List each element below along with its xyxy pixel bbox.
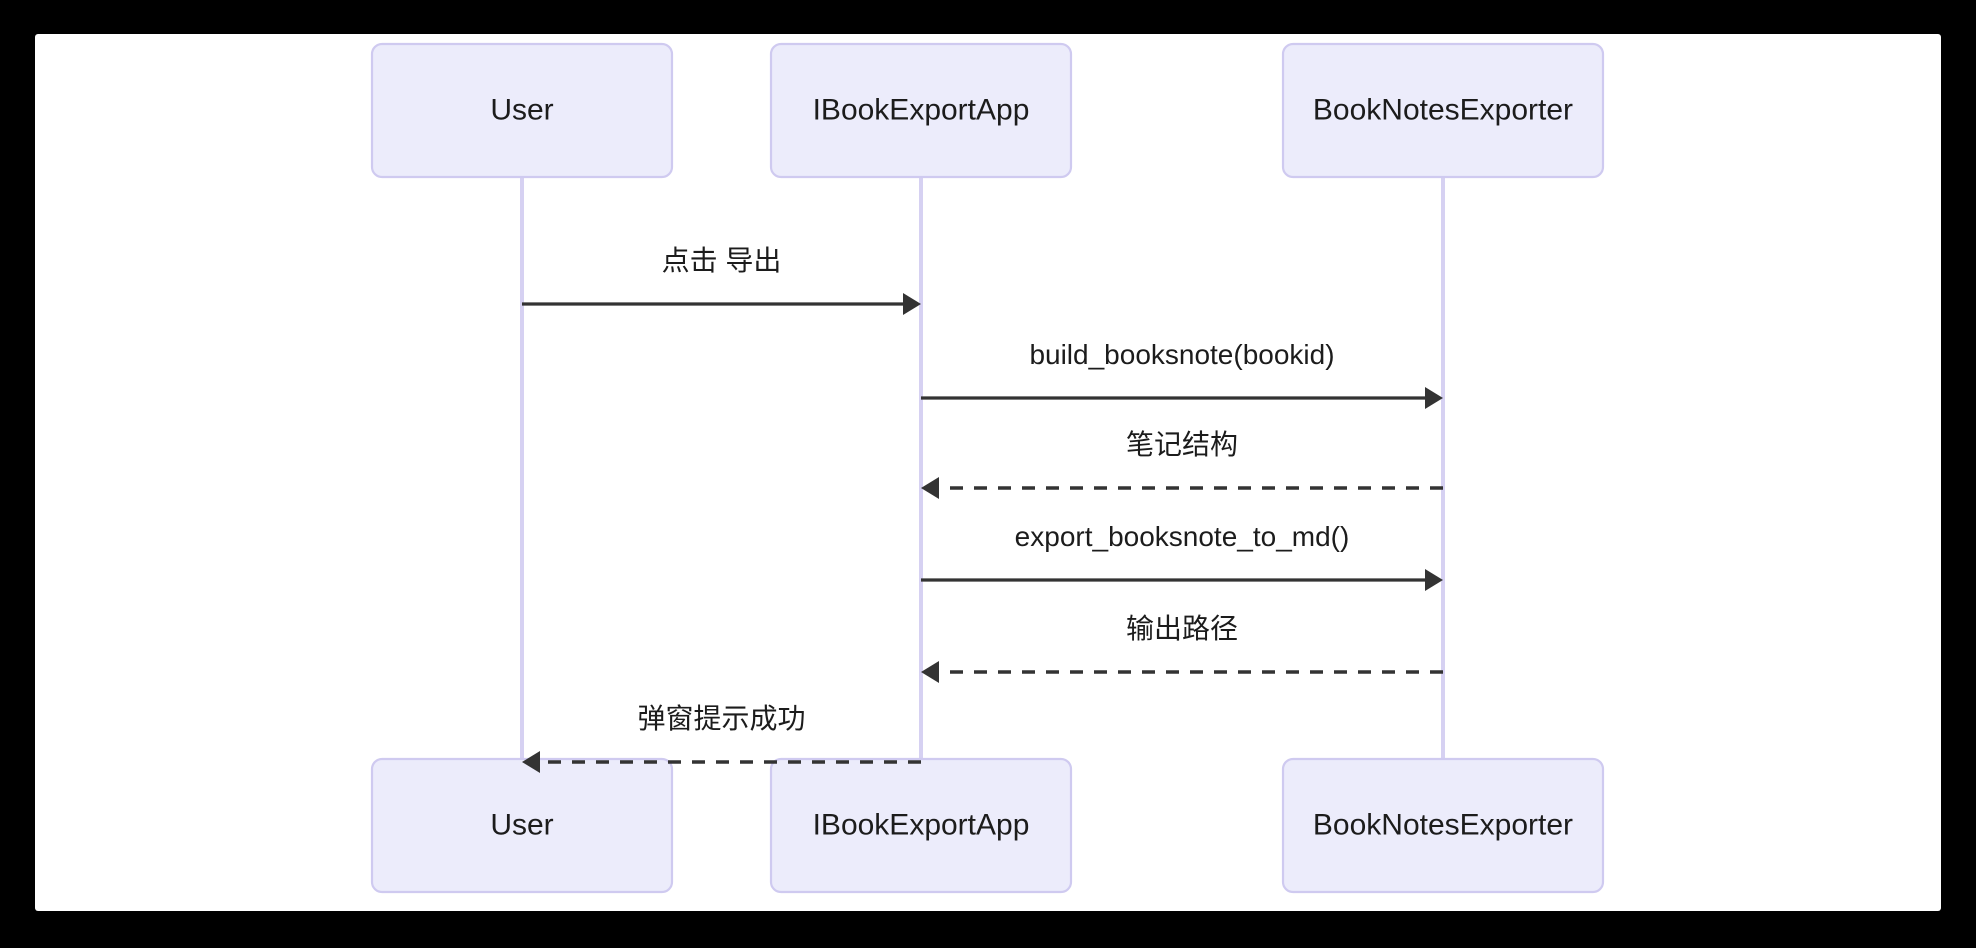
participant-box-top[interactable] (769, 42, 1073, 179)
message-3[interactable]: 笔记结构 (921, 429, 1443, 499)
message-arrowhead (1425, 569, 1443, 591)
message-arrowhead (1425, 387, 1443, 409)
message-2[interactable]: build_booksnote(bookid) (921, 339, 1443, 409)
message-arrowhead (921, 661, 939, 683)
message-arrowhead (522, 751, 540, 773)
message-4[interactable]: export_booksnote_to_md() (921, 521, 1443, 591)
participant-box-bottom[interactable] (370, 757, 674, 894)
participant-box-top[interactable] (370, 42, 674, 179)
participant-ibookexportapp[interactable]: IBookExportApp (769, 42, 1073, 179)
message-label: build_booksnote(bookid) (1029, 339, 1334, 370)
message-5[interactable]: 输出路径 (921, 613, 1443, 683)
participant-label-top: BookNotesExporter (1313, 93, 1573, 126)
participant-label-bottom: BookNotesExporter (1313, 808, 1573, 841)
message-arrowhead (921, 477, 939, 499)
message-label: 点击 导出 (662, 245, 782, 276)
participant-booknotesexporter[interactable]: BookNotesExporter (1281, 42, 1605, 179)
lifelines-group (520, 177, 1445, 759)
participants-bottom-group: User IBookExportApp BookNotesExporter (370, 757, 1605, 894)
message-1[interactable]: 点击 导出 (522, 245, 921, 315)
participant-label-bottom: User (490, 808, 553, 841)
participant-ibookexportapp-bottom[interactable]: IBookExportApp (769, 757, 1073, 894)
message-label: export_booksnote_to_md() (1015, 521, 1350, 552)
participant-user-bottom[interactable]: User (370, 757, 674, 894)
participant-booknotesexporter-bottom[interactable]: BookNotesExporter (1281, 757, 1605, 894)
participant-label-bottom: IBookExportApp (813, 808, 1030, 841)
participant-user[interactable]: User (370, 42, 674, 179)
participant-box-bottom[interactable] (769, 757, 1073, 894)
message-arrowhead (903, 293, 921, 315)
messages-group: 点击 导出 build_booksnote(bookid) 笔记结构 export_b… (522, 245, 1443, 773)
participant-box-bottom[interactable] (1281, 757, 1605, 894)
message-label: 弹窗提示成功 (637, 703, 805, 734)
message-6[interactable]: 弹窗提示成功 (522, 703, 921, 773)
participants-top-group: User IBookExportApp BookNotesExporter (370, 42, 1605, 179)
participant-label-top: User (490, 93, 553, 126)
message-label: 笔记结构 (1126, 429, 1238, 460)
participant-box-top[interactable] (1281, 42, 1605, 179)
message-label: 输出路径 (1126, 613, 1238, 644)
participant-label-top: IBookExportApp (813, 93, 1030, 126)
